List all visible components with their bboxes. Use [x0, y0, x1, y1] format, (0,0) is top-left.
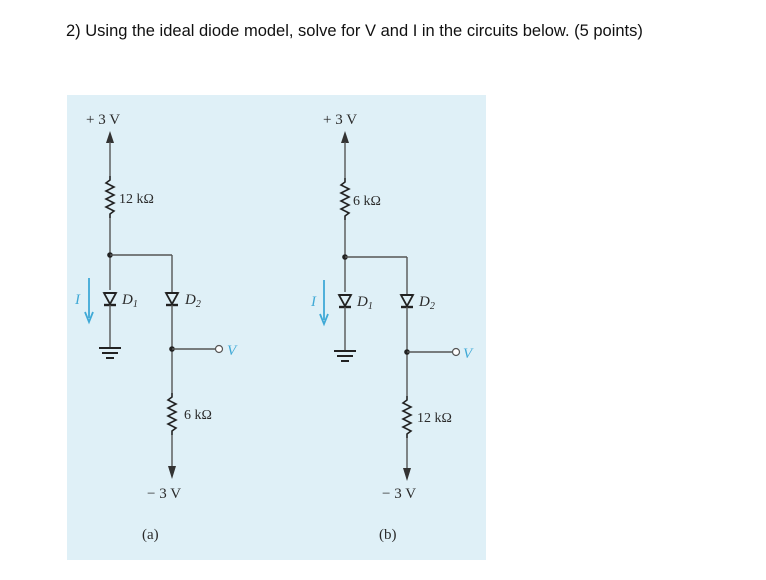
circuit-figure-panel — [67, 95, 486, 560]
resistor-top-label-b: 6 kΩ — [353, 194, 381, 209]
supply-arrow-down-icon — [168, 466, 176, 479]
caption-b: (b) — [379, 527, 397, 543]
supply-top-label-a: + 3 V — [86, 112, 120, 128]
svg-text:D2: D2 — [184, 292, 201, 310]
output-label-b: V — [463, 346, 474, 362]
diode-d1-b-icon — [337, 294, 353, 309]
output-terminal-icon — [214, 344, 224, 354]
current-label-b: I — [310, 294, 317, 310]
supply-top-label-b: + 3 V — [323, 112, 357, 128]
diode-d2-a-icon — [164, 292, 180, 307]
supply-bottom-label-a: − 3 V — [147, 486, 181, 502]
supply-bottom-label-b: − 3 V — [382, 486, 416, 502]
diode-d2-b-icon — [399, 294, 415, 309]
ground-icon — [334, 350, 356, 362]
resistor-top-a-icon — [104, 176, 116, 218]
diode2-label-a: D — [184, 292, 196, 308]
diode1-label-a: D — [121, 292, 133, 308]
svg-text:D1: D1 — [356, 294, 373, 312]
diode1-label-b: D — [356, 294, 368, 310]
output-label-a: V — [227, 343, 238, 359]
resistor-bottom-b-icon — [401, 396, 413, 438]
caption-a: (a) — [142, 527, 159, 543]
resistor-bottom-a-icon — [166, 393, 178, 435]
supply-arrow-down-icon — [403, 468, 411, 481]
supply-arrow-up-icon — [341, 131, 349, 178]
circuit-b: + 3 V 6 kΩ D1 I — [310, 112, 474, 543]
resistor-bottom-label-b: 12 kΩ — [417, 411, 452, 426]
resistor-top-label-a: 12 kΩ — [119, 192, 154, 207]
svg-text:D2: D2 — [418, 294, 435, 312]
circuit-a: + 3 V 12 kΩ D1 I — [74, 112, 238, 543]
svg-text:D1: D1 — [121, 292, 138, 310]
question-text: 2) Using the ideal diode model, solve fo… — [66, 22, 643, 40]
diode-d1-a-icon — [102, 292, 118, 307]
resistor-top-b-icon — [339, 178, 351, 220]
output-terminal-icon — [451, 347, 461, 357]
diode2-label-b: D — [418, 294, 430, 310]
supply-arrow-up-icon — [106, 131, 114, 176]
current-label-a: I — [74, 292, 81, 308]
resistor-bottom-label-a: 6 kΩ — [184, 408, 212, 423]
current-arrow-down-icon — [84, 278, 94, 325]
current-arrow-down-icon — [319, 280, 329, 327]
ground-icon — [99, 347, 121, 359]
